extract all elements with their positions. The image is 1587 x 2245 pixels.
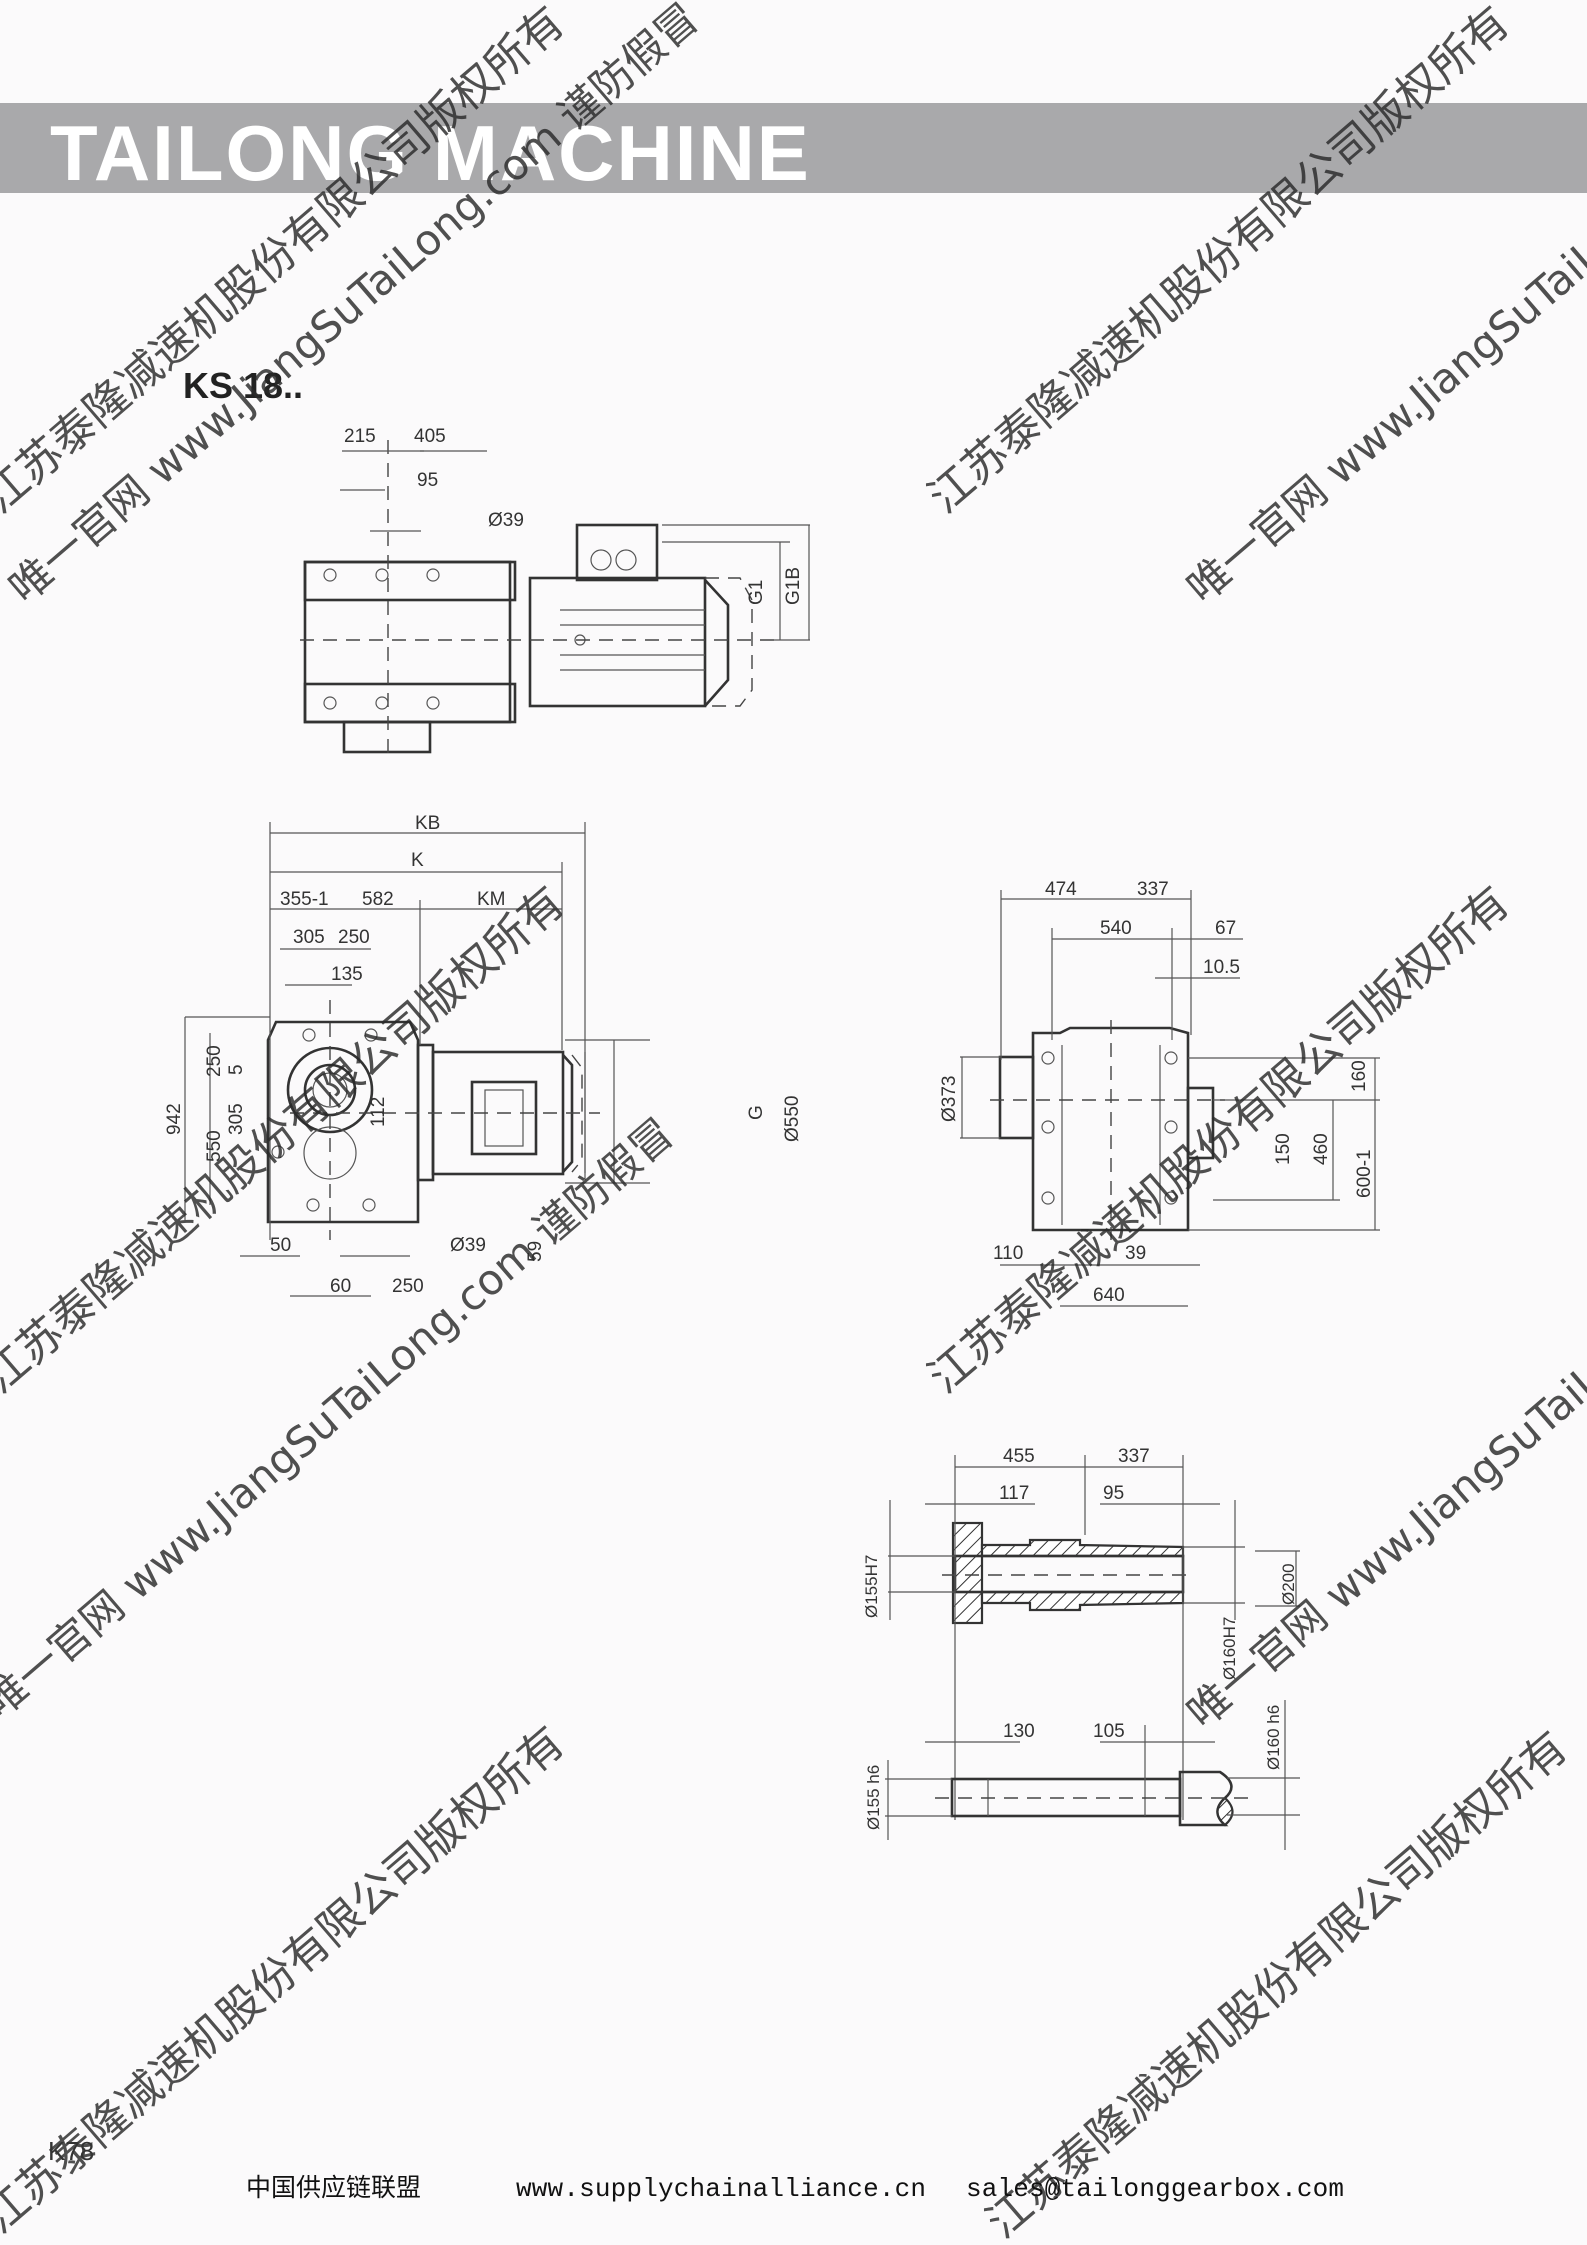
dim-540: 540 (1100, 918, 1132, 939)
dim-diameter-39-bottom: Ø39 (450, 1235, 486, 1256)
dim-215: 215 (344, 426, 376, 447)
dim-diameter-39: Ø39 (488, 510, 524, 531)
dim-582: 582 (362, 889, 394, 910)
top-view: 215 405 95 Ø39 G1 G1B (300, 426, 810, 760)
dim-250-left: 250 (204, 1045, 225, 1077)
watermark-copyright: 江苏泰隆减速机股份有限公司版权所有 (919, 877, 1519, 1403)
watermark-copyright: 江苏泰隆减速机股份有限公司版权所有 (0, 0, 574, 523)
hollow-shaft: 455 337 117 95 Ø155H7 Ø160H7 Ø200 (862, 1446, 1300, 1820)
footer-email[interactable]: sales@tailonggearbox.com (966, 2174, 1344, 2204)
side-view: 474 337 540 67 10.5 Ø373 160 150 460 600… (939, 879, 1380, 1307)
model-title: KS 18.. (183, 365, 303, 406)
dim-5: 5 (226, 1064, 247, 1075)
dim-112: 112 (368, 1097, 389, 1127)
header-banner: TAILONG MACHINE (0, 103, 1587, 197)
watermark-copyright: 江苏泰隆减速机股份有限公司版权所有 (919, 0, 1519, 523)
dim-160: 160 (1349, 1060, 1370, 1092)
dim-550: 550 (204, 1130, 225, 1162)
dim-diameter-373: Ø373 (939, 1076, 960, 1122)
dim-355-1: 355-1 (280, 889, 329, 910)
dim-39-side: 39 (1125, 1243, 1146, 1264)
dim-diameter-160h6: Ø160 h6 (1264, 1705, 1283, 1770)
dim-130: 130 (1003, 1721, 1035, 1742)
dim-405: 405 (414, 426, 446, 447)
dim-diameter-550: Ø550 (782, 1096, 803, 1142)
watermark-website: 唯一官网 www.JiangSuTaiLong.com 谨防假冒 (0, 1108, 683, 1727)
dim-474: 474 (1045, 879, 1077, 900)
dim-150: 150 (1273, 1133, 1294, 1165)
dim-105: 105 (1093, 1721, 1125, 1742)
dim-diameter-155h7: Ø155H7 (862, 1555, 881, 1618)
dim-460: 460 (1311, 1133, 1332, 1165)
dim-diameter-200: Ø200 (1279, 1563, 1298, 1605)
page-number: K78 (48, 2136, 94, 2166)
dim-305-top: 305 (293, 927, 325, 948)
dim-60: 60 (330, 1276, 351, 1297)
dim-337: 337 (1137, 879, 1169, 900)
footer: 中国供应链联盟 www.supplychainalliance.cn sales… (246, 2173, 1344, 2204)
dim-67: 67 (1215, 918, 1236, 939)
dim-135: 135 (331, 964, 363, 985)
dim-g1b: G1B (783, 567, 804, 605)
dim-g1: G1 (746, 580, 767, 605)
dim-diameter-160h7: Ø160H7 (1220, 1617, 1239, 1680)
dim-600-1: 600-1 (1354, 1149, 1375, 1198)
dim-59: 59 (525, 1241, 546, 1262)
dim-g: G (746, 1105, 767, 1120)
front-view: KB K 355-1 582 KM 305 250 135 942 250 5 … (164, 813, 803, 1297)
dim-50: 50 (270, 1235, 291, 1256)
watermark-copyright: 江苏泰隆减速机股份有限公司版权所有 (0, 877, 574, 1403)
solid-shaft: 130 105 Ø155 h6 Ø160 h6 (864, 1700, 1300, 1850)
footer-org: 中国供应链联盟 (246, 2173, 421, 2202)
dim-k: K (411, 850, 424, 871)
watermark-website: 唯一官网 www.JiangSuTaiLong.com 谨防假冒 (0, 0, 708, 613)
dim-455: 455 (1003, 1446, 1035, 1467)
dim-640: 640 (1093, 1285, 1125, 1306)
dim-110: 110 (993, 1243, 1023, 1264)
dim-250-bottom: 250 (392, 1276, 424, 1297)
dim-942: 942 (164, 1103, 185, 1135)
dim-117: 117 (999, 1483, 1029, 1504)
dim-95: 95 (417, 470, 438, 491)
footer-url[interactable]: www.supplychainalliance.cn (516, 2174, 926, 2204)
dim-337-shaft: 337 (1118, 1446, 1150, 1467)
dim-250-top: 250 (338, 927, 370, 948)
dim-km: KM (477, 889, 506, 910)
dim-95-shaft: 95 (1103, 1483, 1124, 1504)
dim-10-5: 10.5 (1203, 957, 1240, 978)
watermark-copyright: 江苏泰隆减速机股份有限公司版权所有 (977, 1722, 1577, 2245)
header-title: TAILONG MACHINE (50, 109, 811, 197)
dim-kb: KB (415, 813, 440, 834)
dim-305-left: 305 (226, 1103, 247, 1135)
dim-diameter-155h6: Ø155 h6 (864, 1765, 883, 1830)
